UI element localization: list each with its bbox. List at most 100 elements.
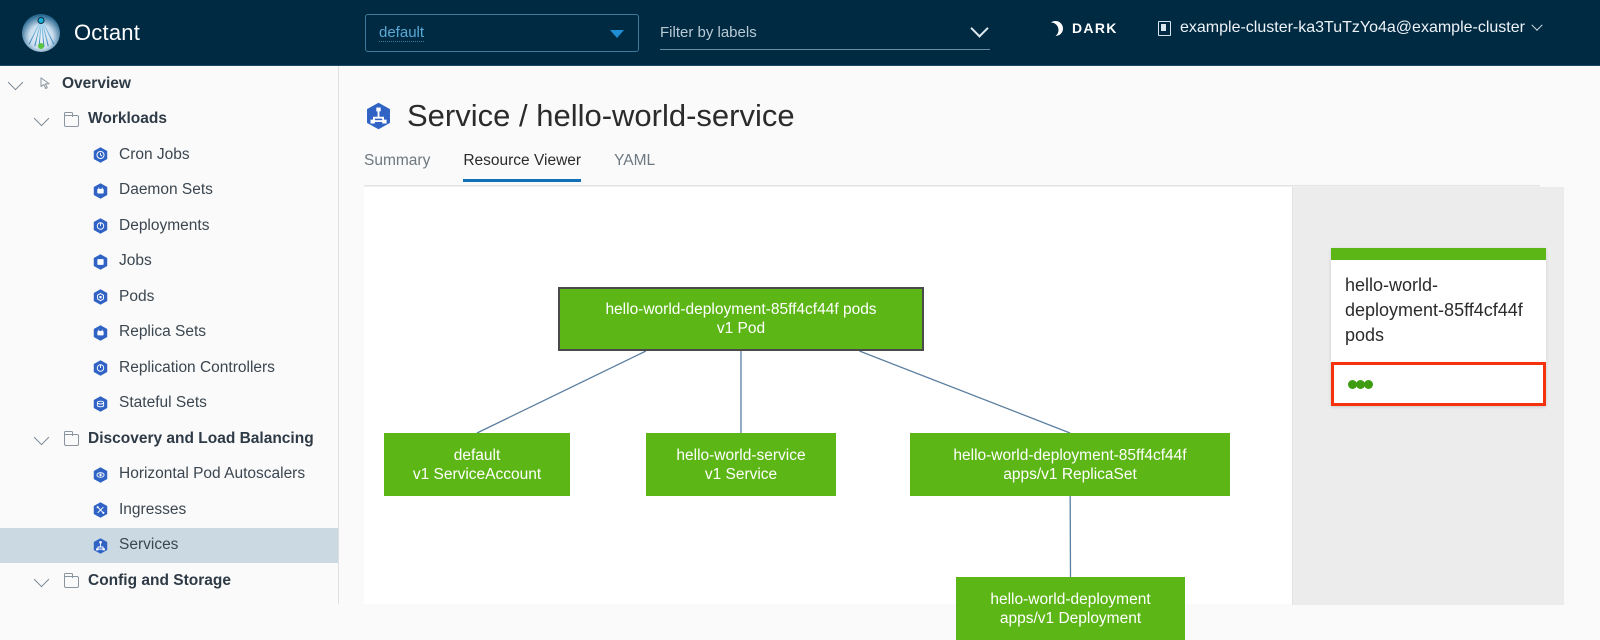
- graph-node-name: hello-world-deployment-85ff4cf44f: [953, 446, 1186, 465]
- logo-top-dot: [38, 17, 45, 24]
- sidebar-item-config-and-storage[interactable]: Config and Storage: [0, 563, 338, 599]
- graph-edge-pod-to-serviceaccount: [477, 351, 646, 433]
- cursor-icon: [38, 76, 54, 90]
- page-title: Service / hello-world-service: [407, 98, 795, 134]
- k8s-statefulset-icon: [92, 395, 109, 413]
- sidebar-item-label: Discovery and Load Balancing: [88, 430, 314, 448]
- graph-node-kind: v1 Service: [705, 465, 777, 484]
- main-content: Service / hello-world-service Summary Res…: [340, 66, 1600, 604]
- k8s-pod-icon: [92, 288, 109, 306]
- k8s-ingress-icon: [92, 501, 109, 519]
- graph-node-name: hello-world-deployment: [990, 590, 1150, 609]
- k8s-service-icon: [364, 101, 393, 131]
- chevron-down-icon[interactable]: [34, 110, 50, 126]
- moon-icon: [1048, 21, 1063, 36]
- sidebar-item-label: Workloads: [88, 110, 167, 128]
- sidebar-item-replication-controllers[interactable]: Replication Controllers: [0, 350, 338, 386]
- cluster-selector[interactable]: example-cluster-ka3TuTzYo4a@example-clus…: [1158, 19, 1541, 37]
- k8s-cronjob-icon: [92, 146, 109, 164]
- detail-panel: hello-world-deployment-85ff4cf44f pods: [1292, 187, 1564, 605]
- tab-resource-viewer[interactable]: Resource Viewer: [463, 152, 581, 181]
- sidebar-item-ingresses[interactable]: Ingresses: [0, 492, 338, 528]
- chevron-down-icon[interactable]: [8, 75, 24, 91]
- graph-edges: [364, 187, 1269, 605]
- dark-mode-toggle[interactable]: DARK: [1048, 20, 1118, 36]
- sidebar-item-label: Overview: [62, 75, 131, 93]
- top-header-bar: Octant default Filter by labels DARK exa…: [0, 0, 1600, 66]
- label-filter-input[interactable]: Filter by labels: [660, 16, 990, 50]
- page-title-row: Service / hello-world-service: [364, 98, 795, 134]
- detail-card-status-row[interactable]: [1331, 362, 1546, 406]
- sidebar-item-workloads[interactable]: Workloads: [0, 102, 338, 138]
- graph-node-kind: apps/v1 Deployment: [1000, 609, 1141, 628]
- sidebar-item-overview[interactable]: Overview: [0, 66, 338, 102]
- sidebar-item-daemon-sets[interactable]: Daemon Sets: [0, 173, 338, 209]
- folder-icon: [64, 576, 79, 588]
- brand-title: Octant: [74, 20, 140, 46]
- logo-bottom-dot: [38, 43, 44, 49]
- k8s-replicationcontroller-icon: [92, 359, 109, 377]
- sidebar-item-label: Pods: [119, 288, 154, 306]
- graph-node-kind: v1 Pod: [717, 319, 765, 338]
- cluster-icon: [1158, 21, 1171, 36]
- sidebar-item-label: Config and Storage: [88, 572, 231, 590]
- folder-icon: [64, 434, 79, 446]
- sidebar-item-discovery-and-load-balancing[interactable]: Discovery and Load Balancing: [0, 421, 338, 457]
- folder-icon: [64, 115, 79, 127]
- sidebar-item-label: Deployments: [119, 217, 209, 235]
- k8s-hpa-icon: [92, 466, 109, 484]
- graph-edge-pod-to-replicaset: [859, 351, 1070, 433]
- chevron-down-icon[interactable]: [34, 430, 50, 446]
- sidebar-item-cron-jobs[interactable]: Cron Jobs: [0, 137, 338, 173]
- k8s-job-icon: [92, 253, 109, 271]
- k8s-service-icon: [92, 537, 109, 555]
- dark-mode-label: DARK: [1072, 20, 1118, 36]
- sidebar-item-jobs[interactable]: Jobs: [0, 244, 338, 280]
- sidebar-item-label: Horizontal Pod Autoscalers: [119, 465, 305, 483]
- sidebar-item-label: Replication Controllers: [119, 359, 275, 377]
- chevron-down-icon[interactable]: [34, 572, 50, 588]
- k8s-daemonset-icon: [92, 182, 109, 200]
- sidebar-item-label: Replica Sets: [119, 323, 206, 341]
- sidebar-item-services[interactable]: Services: [0, 528, 338, 564]
- detail-card[interactable]: hello-world-deployment-85ff4cf44f pods: [1331, 248, 1546, 406]
- graph-node-name: default: [454, 446, 501, 465]
- pod-status-dot[interactable]: [1364, 380, 1373, 389]
- tab-summary[interactable]: Summary: [364, 152, 430, 181]
- sidebar-item-label: Jobs: [119, 252, 152, 270]
- cluster-name: example-cluster-ka3TuTzYo4a@example-clus…: [1180, 19, 1525, 37]
- graph-node-kind: apps/v1 ReplicaSet: [1003, 465, 1137, 484]
- octant-logo-icon: [22, 14, 60, 52]
- chevron-down-icon[interactable]: [970, 19, 988, 37]
- namespace-select[interactable]: default: [365, 14, 639, 52]
- graph-node-name: hello-world-service: [676, 446, 805, 465]
- detail-card-accent-bar: [1331, 248, 1546, 260]
- sidebar-item-stateful-sets[interactable]: Stateful Sets: [0, 386, 338, 422]
- graph-node-kind: v1 ServiceAccount: [413, 465, 541, 484]
- tab-bar[interactable]: Summary Resource Viewer YAML: [364, 152, 1540, 186]
- sidebar-item-label: Ingresses: [119, 501, 186, 519]
- sidebar-item-pods[interactable]: Pods: [0, 279, 338, 315]
- sidebar-item-horizontal-pod-autoscalers[interactable]: Horizontal Pod Autoscalers: [0, 457, 338, 493]
- chevron-down-icon: [1531, 20, 1542, 31]
- k8s-replicaset-icon: [92, 324, 109, 342]
- sidebar-item-label: Stateful Sets: [119, 394, 207, 412]
- graph-node-name: hello-world-deployment-85ff4cf44f pods: [605, 300, 876, 319]
- sidebar-item-replica-sets[interactable]: Replica Sets: [0, 315, 338, 351]
- tab-yaml[interactable]: YAML: [614, 152, 655, 181]
- namespace-value: default: [379, 24, 424, 42]
- k8s-deployment-icon: [92, 217, 109, 235]
- sidebar-item-deployments[interactable]: Deployments: [0, 208, 338, 244]
- label-filter-placeholder: Filter by labels: [660, 24, 757, 41]
- detail-card-title: hello-world-deployment-85ff4cf44f pods: [1331, 260, 1546, 362]
- chevron-down-icon: [610, 30, 624, 38]
- sidebar-item-label: Cron Jobs: [119, 146, 190, 164]
